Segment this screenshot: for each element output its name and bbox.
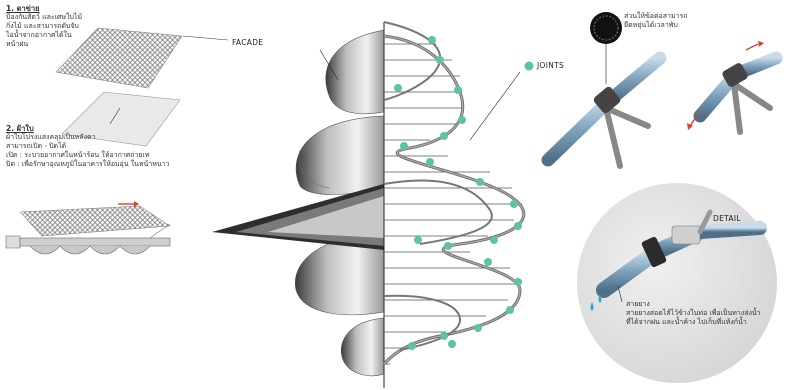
joint-dot xyxy=(514,278,522,286)
joint-dot xyxy=(444,242,452,250)
facade-helix xyxy=(384,22,524,364)
net-line: หน้าฝน xyxy=(6,40,82,49)
joint-dot xyxy=(454,86,462,94)
net-line: กิ่งไม้ และสามารถดับจับ xyxy=(6,22,82,31)
joint-dot xyxy=(400,142,408,150)
rubber-line: ที่ได้จากฝน และน้ำค้าง ไปเก็บที่แท้งก์น้… xyxy=(626,318,761,327)
joint-dot xyxy=(440,132,448,140)
joint-dot xyxy=(408,342,416,350)
net-line: ไอน้ำจากอากาศได้ใน xyxy=(6,31,82,40)
joint-model-b xyxy=(687,41,776,132)
joints-label: JOINTS xyxy=(537,61,564,70)
net-line: ป้องกันสัตว์ และเศษใบไม้ xyxy=(6,13,82,22)
joint-dot xyxy=(426,158,434,166)
joint-dot xyxy=(448,340,456,348)
hose-callout xyxy=(590,12,622,84)
joint-dot xyxy=(484,258,492,266)
rubber-line: สายยางสอดไส้ไว้ข้างในท่อ เพื่อเป็นทางส่ง… xyxy=(626,309,761,318)
detail-label: DETAIL xyxy=(713,214,741,223)
fabric-title: 2. ผ้าใบ xyxy=(6,124,170,133)
hose-line: ส่วนให้ข้อต่อสามารถ xyxy=(624,12,688,21)
joint-dot xyxy=(474,324,482,332)
joint-dot xyxy=(414,236,422,244)
fabric-text-block: 2. ผ้าใบ ผ้าใบโปร่งแสงคลุมเป็นหลังคา สาม… xyxy=(6,124,170,169)
hose-caption: ส่วนให้ข้อต่อสามารถ ยืดหยุ่นได้เวลาพับ xyxy=(624,12,688,30)
joint-dot xyxy=(490,236,498,244)
rubber-hose-caption: สายยาง สายยางสอดไส้ไว้ข้างในท่อ เพื่อเป็… xyxy=(626,300,761,327)
net-title: 1. ตาข่าย xyxy=(6,4,82,13)
roof-rail-assembly xyxy=(6,201,170,254)
joint-dot xyxy=(440,332,448,340)
joint-dot xyxy=(436,56,444,64)
detail-sphere xyxy=(577,183,777,383)
joints-legend-dot xyxy=(525,62,534,71)
facade-shell xyxy=(212,30,384,376)
net-text-block: 1. ตาข่าย ป้องกันสัตว์ และเศษใบไม้ กิ่งไ… xyxy=(6,4,82,49)
joint-dot xyxy=(476,178,484,186)
joint-dot xyxy=(514,222,522,230)
fabric-line: สามารถเปิด - ปิดได้ xyxy=(6,142,170,151)
fabric-line: เปิด : ระบายอากาศในหน้าร้อน ให้อากาศถ่าย… xyxy=(6,151,170,160)
rubber-title: สายยาง xyxy=(626,300,761,309)
joint-model-a xyxy=(548,58,660,166)
joint-dot xyxy=(506,306,514,314)
facade-label: FACADE xyxy=(232,38,263,47)
joint-dot xyxy=(394,84,402,92)
hose-line: ยืดหยุ่นได้เวลาพับ xyxy=(624,21,688,30)
joint-dot xyxy=(458,116,466,124)
fabric-line: ผ้าใบโปร่งแสงคลุมเป็นหลังคา xyxy=(6,133,170,142)
joint-dot xyxy=(510,200,518,208)
joint-dot xyxy=(428,36,436,44)
fabric-line: ปิด : เพื่อรักษาอุณหภูมิในอาคารให้อบอุ่น… xyxy=(6,160,170,169)
